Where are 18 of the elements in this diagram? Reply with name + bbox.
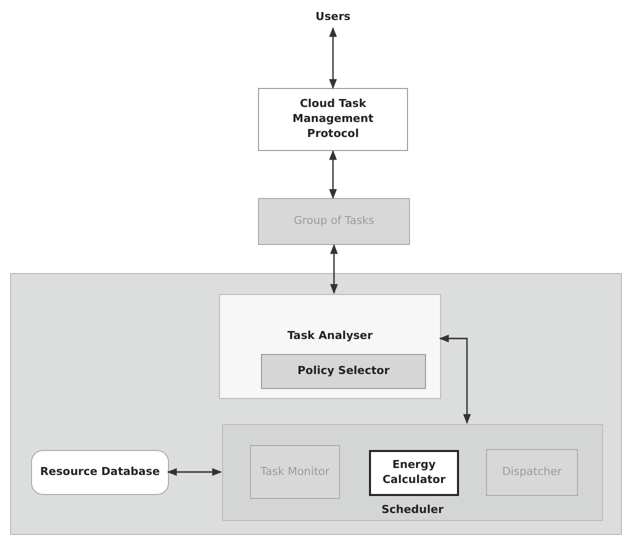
process-box: Energy Calculator <box>369 450 459 496</box>
container-box <box>222 424 603 521</box>
process-box: Group of Tasks <box>258 198 410 245</box>
node-label: Users <box>298 6 368 28</box>
arrow <box>330 244 338 294</box>
box-heading: Scheduler <box>380 503 445 518</box>
arrow <box>439 334 471 424</box>
process-box: Dispatcher <box>486 449 578 496</box>
arrow <box>167 468 222 476</box>
box-heading: Task Analyser <box>286 329 374 344</box>
database-box: Resource Database <box>31 450 169 495</box>
box-panel <box>10 273 622 535</box>
arrow <box>329 27 337 89</box>
process-box: Policy Selector <box>261 354 426 389</box>
container-box <box>219 294 441 399</box>
process-box: Task Monitor <box>250 445 340 499</box>
process-box: Cloud Task Management Protocol <box>258 88 408 151</box>
arrow <box>329 150 337 199</box>
